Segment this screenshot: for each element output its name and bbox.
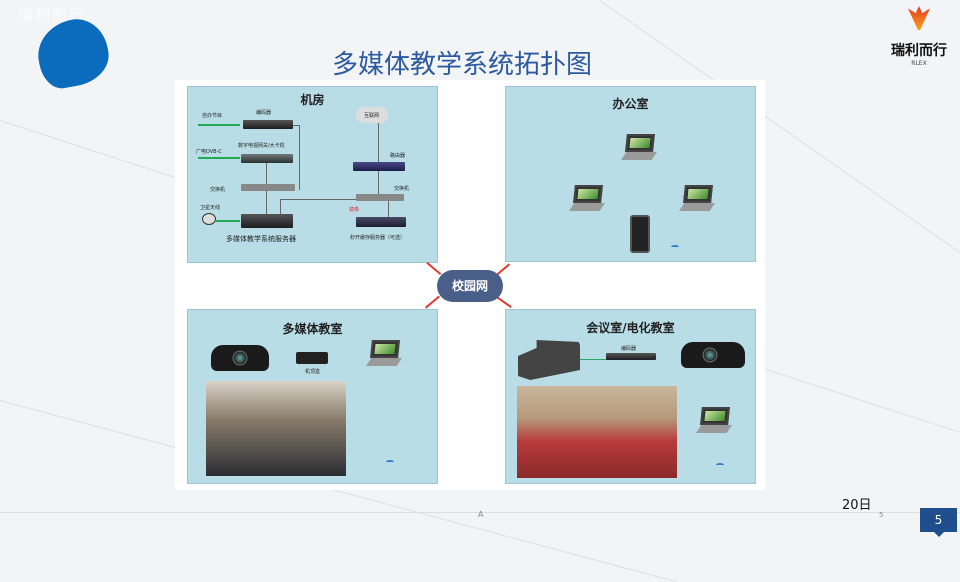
router-device xyxy=(353,162,405,171)
laptop-icon xyxy=(366,340,402,370)
gateway-device xyxy=(241,154,293,163)
label-set-top-box: 机顶盒 xyxy=(305,369,321,375)
encoder-device xyxy=(606,353,656,360)
connector xyxy=(280,199,360,200)
label-encoder: 编码器 xyxy=(256,110,272,116)
label-router: 路由器 xyxy=(390,153,406,159)
logo-sub: RLEX xyxy=(911,60,927,67)
page-title: 多媒体教学系统拓扑图 xyxy=(331,50,592,80)
encoder-device xyxy=(243,120,293,129)
arrow xyxy=(216,220,240,222)
label-dvb: 广电DVB-C xyxy=(196,149,222,155)
panel-title: 办公室 xyxy=(612,97,649,111)
satellite-dish-icon xyxy=(202,213,216,225)
label-internet: 互联网 xyxy=(364,113,380,119)
label-encoder: 编码器 xyxy=(621,346,637,352)
smartphone-icon xyxy=(630,215,650,253)
server-device xyxy=(241,214,293,228)
footer-text: A xyxy=(478,510,484,519)
panel-meeting-room: 会议室/电化教室 编码器 xyxy=(505,309,756,484)
connector xyxy=(388,201,389,217)
video-camera-icon xyxy=(518,340,580,380)
arrow xyxy=(198,124,240,126)
label-server: 多媒体教学系统服务器 xyxy=(226,235,296,243)
lecture-hall-photo xyxy=(517,386,677,478)
panel-office: 办公室 xyxy=(505,86,756,262)
projector-icon xyxy=(211,345,269,371)
panel-title: 多媒体教室 xyxy=(282,322,343,336)
label-mirror: 镜像 xyxy=(349,207,360,213)
laptop-icon xyxy=(696,407,732,437)
laptop-icon xyxy=(569,185,605,215)
label-gateway: 数字电视网关/大卡机 xyxy=(238,143,285,149)
logo-name: 瑞利而行 xyxy=(891,43,947,59)
set-top-box-icon xyxy=(296,352,328,364)
connector xyxy=(266,163,267,185)
connector xyxy=(378,171,379,195)
footer-number: 5 xyxy=(879,511,884,519)
label-satellite: 卫星天线 xyxy=(200,205,221,211)
panel-machine-room: 机房 自办节目 编码器 广电DVB-C 数字电视网关/大卡机 交换机 卫星天线 … xyxy=(187,86,438,263)
switch-device xyxy=(356,194,404,201)
campus-network-cloud: 校园网 xyxy=(437,270,503,302)
laptop-icon xyxy=(621,134,657,164)
arrow xyxy=(198,157,240,159)
wifi-icon xyxy=(716,463,724,467)
label-switch: 交换机 xyxy=(210,187,226,193)
cache-server-device xyxy=(356,217,406,227)
connector xyxy=(580,359,607,360)
connector xyxy=(293,125,300,126)
label-cache-server: 秒开缓存服务器（可选） xyxy=(350,235,406,241)
label-self-program: 自办节目 xyxy=(202,113,223,119)
wifi-icon xyxy=(671,245,679,249)
connector xyxy=(378,123,379,163)
panel-title: 机房 xyxy=(300,93,325,107)
projector-icon xyxy=(681,342,745,368)
phoenix-icon xyxy=(908,6,930,30)
page-number-badge: 5 xyxy=(920,508,957,537)
laptop-icon xyxy=(679,185,715,215)
classroom-photo xyxy=(206,381,346,476)
panel-classroom: 多媒体教室 机顶盒 xyxy=(187,309,438,484)
panel-title: 会议室/电化教室 xyxy=(586,321,675,335)
cloud-icon xyxy=(356,107,388,123)
wifi-icon xyxy=(386,460,394,464)
connector xyxy=(280,199,281,214)
switch-device xyxy=(241,184,295,191)
logo: 瑞利而行 RLEX xyxy=(884,6,954,67)
bg-line xyxy=(0,512,960,513)
connector xyxy=(299,125,300,190)
label-switch: 交换机 xyxy=(394,186,410,192)
connector xyxy=(266,191,267,215)
date-text: 20日 xyxy=(842,498,872,513)
